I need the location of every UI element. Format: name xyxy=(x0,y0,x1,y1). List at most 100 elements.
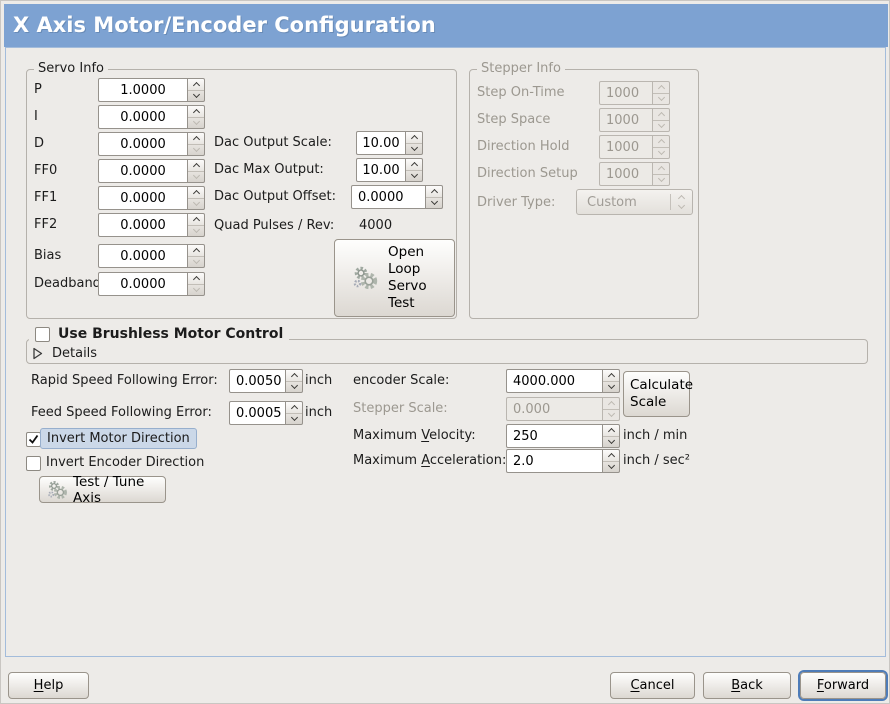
dac-offset-spinbox[interactable]: 0.0000 xyxy=(351,185,443,209)
dac-max-input[interactable]: 10.00 xyxy=(356,158,406,182)
use-brushless-checkbox[interactable] xyxy=(35,326,50,342)
spin-up-icon[interactable] xyxy=(290,404,298,412)
feed-following-error-input[interactable]: 0.0005 xyxy=(229,401,286,425)
spin-down-icon[interactable] xyxy=(410,171,418,179)
spin-down-icon[interactable] xyxy=(192,199,200,207)
spin-down-icon[interactable] xyxy=(192,118,200,126)
rapid-following-error-input[interactable]: 0.0050 xyxy=(229,369,286,393)
spin-up-icon[interactable] xyxy=(410,134,418,142)
spin-up-icon[interactable] xyxy=(192,108,200,116)
ff0-spinbox[interactable]: 0.0000 xyxy=(98,159,205,183)
ff0-input[interactable]: 0.0000 xyxy=(98,159,188,183)
spin-down-icon[interactable] xyxy=(290,382,298,390)
spin-buttons[interactable] xyxy=(188,186,205,210)
spin-up-icon[interactable] xyxy=(410,161,418,169)
max-accel-input[interactable]: 2.0 xyxy=(506,449,603,473)
back-button[interactable]: Back xyxy=(703,672,791,699)
spin-down-icon[interactable] xyxy=(192,172,200,180)
invert-motor-label[interactable]: Invert Motor Direction xyxy=(40,428,197,449)
invert-encoder-label[interactable]: Invert Encoder Direction xyxy=(46,455,205,470)
spin-down-icon[interactable] xyxy=(192,285,200,293)
bias-spinbox[interactable]: 0.0000 xyxy=(98,244,205,268)
i-spinbox[interactable]: 0.0000 xyxy=(98,105,205,129)
forward-button[interactable]: Forward xyxy=(800,672,886,699)
spin-buttons[interactable] xyxy=(603,449,620,473)
max-accel-spinbox[interactable]: 2.0 xyxy=(506,449,620,473)
max-velocity-spinbox[interactable]: 250 xyxy=(506,424,620,448)
ff1-spinbox[interactable]: 0.0000 xyxy=(98,186,205,210)
encoder-scale-spinbox[interactable]: 4000.000 xyxy=(506,369,620,393)
spin-down-icon[interactable] xyxy=(192,145,200,153)
use-brushless-checkbox-row[interactable]: Use Brushless Motor Control xyxy=(29,325,290,343)
dac-scale-spinbox[interactable]: 10.00 xyxy=(356,131,423,155)
spin-up-icon[interactable] xyxy=(192,189,200,197)
d-input[interactable]: 0.0000 xyxy=(98,132,188,156)
spin-buttons[interactable] xyxy=(188,272,205,296)
spin-up-icon[interactable] xyxy=(192,81,200,89)
ff2-input[interactable]: 0.0000 xyxy=(98,213,188,237)
spin-buttons[interactable] xyxy=(406,158,423,182)
spin-up-icon[interactable] xyxy=(430,188,438,196)
spin-buttons[interactable] xyxy=(188,105,205,129)
expander-triangle-icon[interactable] xyxy=(32,347,43,360)
spin-down-icon[interactable] xyxy=(290,414,298,422)
test-tune-axis-button[interactable]: Test / Tune Axis xyxy=(39,474,166,506)
spin-up-icon[interactable] xyxy=(192,162,200,170)
spin-buttons[interactable] xyxy=(603,369,620,393)
spin-up-icon[interactable] xyxy=(192,247,200,255)
details-label[interactable]: Details xyxy=(52,345,98,361)
spin-buttons[interactable] xyxy=(603,424,620,448)
dac-offset-input[interactable]: 0.0000 xyxy=(351,185,426,209)
p-input[interactable]: 1.0000 xyxy=(98,78,188,102)
open-loop-servo-test-button[interactable]: Open Loop Servo Test xyxy=(334,239,455,317)
encoder-scale-label: encoder Scale: xyxy=(353,373,450,388)
spin-down-icon[interactable] xyxy=(192,257,200,265)
max-accel-label: Maximum Acceleration: xyxy=(353,453,507,468)
ff2-spinbox[interactable]: 0.0000 xyxy=(98,213,205,237)
spin-up-icon[interactable] xyxy=(290,372,298,380)
details-expander[interactable]: Details xyxy=(32,345,97,361)
spin-down-icon[interactable] xyxy=(430,198,438,206)
spin-down-icon[interactable] xyxy=(410,144,418,152)
spin-up-icon[interactable] xyxy=(192,275,200,283)
spin-buttons[interactable] xyxy=(286,369,303,393)
rapid-following-error-spinbox[interactable]: 0.0050 xyxy=(229,369,303,393)
spin-buttons[interactable] xyxy=(188,78,205,102)
spin-up-icon[interactable] xyxy=(192,135,200,143)
dac-max-spinbox[interactable]: 10.00 xyxy=(356,158,423,182)
spin-buttons[interactable] xyxy=(188,132,205,156)
i-input[interactable]: 0.0000 xyxy=(98,105,188,129)
spin-up-icon[interactable] xyxy=(607,372,615,380)
spin-buttons[interactable] xyxy=(406,131,423,155)
spin-up-icon[interactable] xyxy=(192,216,200,224)
spin-down-icon[interactable] xyxy=(192,91,200,99)
cancel-button[interactable]: Cancel xyxy=(610,672,695,699)
spin-buttons[interactable] xyxy=(188,244,205,268)
max-velocity-input[interactable]: 250 xyxy=(506,424,603,448)
spin-down-icon[interactable] xyxy=(607,382,615,390)
spin-buttons[interactable] xyxy=(188,213,205,237)
spin-down-icon[interactable] xyxy=(607,462,615,470)
spin-up-icon[interactable] xyxy=(607,452,615,460)
deadband-spinbox[interactable]: 0.0000 xyxy=(98,272,205,296)
dac-scale-input[interactable]: 10.00 xyxy=(356,131,406,155)
invert-motor-checkbox[interactable] xyxy=(26,432,41,447)
spin-buttons[interactable] xyxy=(286,401,303,425)
spin-buttons[interactable] xyxy=(188,159,205,183)
help-button[interactable]: Help xyxy=(8,672,89,699)
deadband-input[interactable]: 0.0000 xyxy=(98,272,188,296)
spin-down-icon[interactable] xyxy=(192,226,200,234)
invert-encoder-checkbox[interactable] xyxy=(26,456,41,471)
spin-buttons[interactable] xyxy=(426,185,443,209)
ff1-input[interactable]: 0.0000 xyxy=(98,186,188,210)
spin-down-icon[interactable] xyxy=(607,437,615,445)
spin-up-icon[interactable] xyxy=(607,427,615,435)
bias-input[interactable]: 0.0000 xyxy=(98,244,188,268)
p-spinbox[interactable]: 1.0000 xyxy=(98,78,205,102)
use-brushless-label[interactable]: Use Brushless Motor Control xyxy=(58,326,284,342)
d-spinbox[interactable]: 0.0000 xyxy=(98,132,205,156)
calculate-scale-button[interactable]: Calculate Scale xyxy=(623,371,693,417)
max-velocity-label: Maximum Velocity: xyxy=(353,428,476,443)
feed-following-error-spinbox[interactable]: 0.0005 xyxy=(229,401,303,425)
encoder-scale-input[interactable]: 4000.000 xyxy=(506,369,603,393)
